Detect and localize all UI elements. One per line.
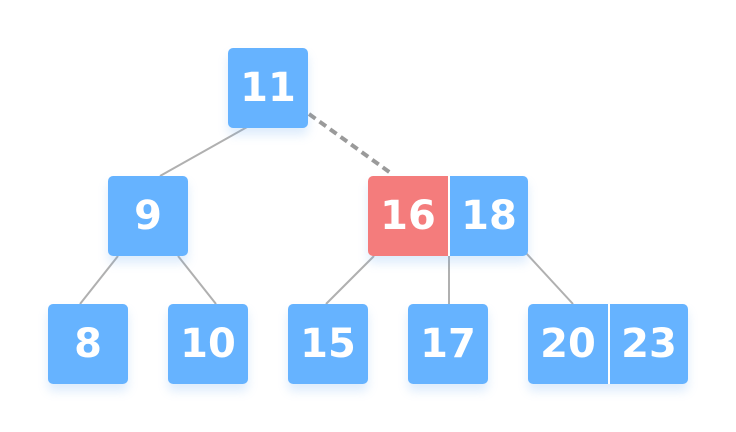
right-child-node: 16 18: [368, 176, 528, 256]
leaf-node-17: 17: [408, 304, 488, 384]
node-key: 23: [608, 304, 688, 384]
highlighted-node-key: 16: [368, 176, 448, 256]
node-key: 11: [228, 48, 308, 128]
node-key: 17: [408, 304, 488, 384]
leaf-node-15: 15: [288, 304, 368, 384]
left-child-node: 9: [108, 176, 188, 256]
edge-left-leaf-10: [177, 255, 217, 305]
node-key: 9: [108, 176, 188, 256]
edge-left-leaf-8: [79, 255, 119, 305]
edge-root-right: [307, 112, 394, 176]
root-node: 11: [228, 48, 308, 128]
node-key: 8: [48, 304, 128, 384]
node-key: 10: [168, 304, 248, 384]
leaf-node-10: 10: [168, 304, 248, 384]
edge-right-leaf-15: [325, 255, 375, 305]
edge-right-leaf-20-23: [525, 252, 574, 305]
leaf-node-8: 8: [48, 304, 128, 384]
edge-root-left: [159, 121, 257, 177]
node-key: 18: [448, 176, 528, 256]
node-key: 20: [528, 304, 608, 384]
node-key: 15: [288, 304, 368, 384]
leaf-node-20-23: 20 23: [528, 304, 688, 384]
